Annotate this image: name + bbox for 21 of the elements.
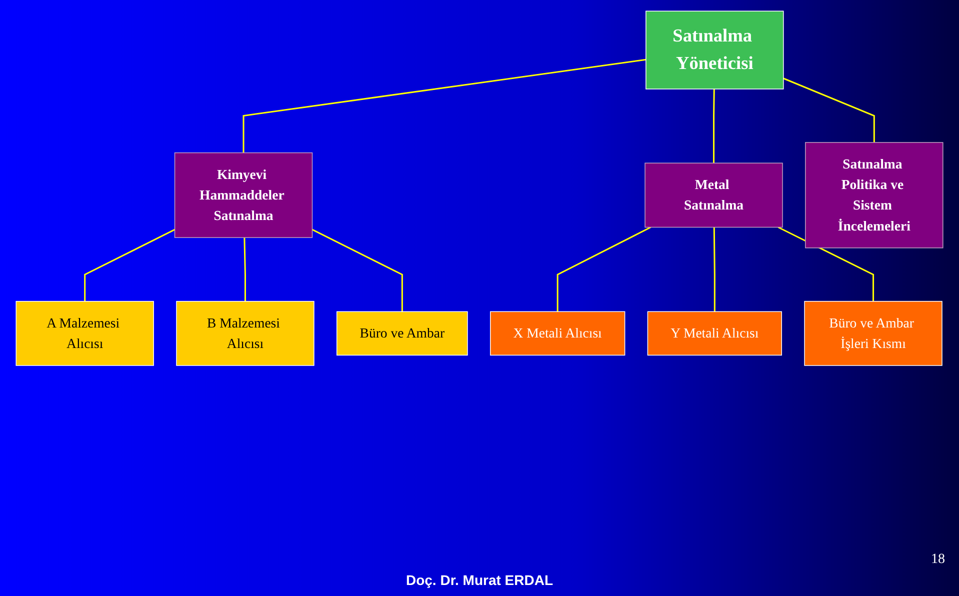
- node-box: B Malzemesi Alıcısı: [176, 300, 314, 366]
- connector: [713, 227, 716, 312]
- node-box: A Malzemesi Alıcısı: [16, 300, 154, 366]
- connector: [713, 89, 715, 164]
- node-box: Satınalma Politika ve Sistem İncelemeleri: [805, 142, 944, 248]
- connector: [244, 238, 246, 302]
- node-box: Y Metali Alıcısı: [647, 311, 782, 356]
- connector: [783, 78, 875, 142]
- connector: [778, 226, 874, 302]
- node-box: X Metali Alıcısı: [490, 311, 626, 356]
- node-box: Metal Satınalma: [644, 162, 783, 228]
- node-box: Kimyevi Hammaddeler Satınalma: [174, 152, 313, 238]
- author-footer: Doç. Dr. Murat ERDAL: [406, 572, 553, 588]
- connector: [242, 58, 646, 153]
- connector: [84, 228, 176, 302]
- connector: [556, 226, 652, 312]
- node-box: Büro ve Ambar: [336, 311, 468, 356]
- connector: [312, 228, 403, 312]
- page-number: 18: [931, 552, 945, 568]
- node-box: Büro ve Ambar İşleri Kısmı: [804, 300, 942, 366]
- node-box: Satınalma Yöneticisi: [646, 10, 784, 90]
